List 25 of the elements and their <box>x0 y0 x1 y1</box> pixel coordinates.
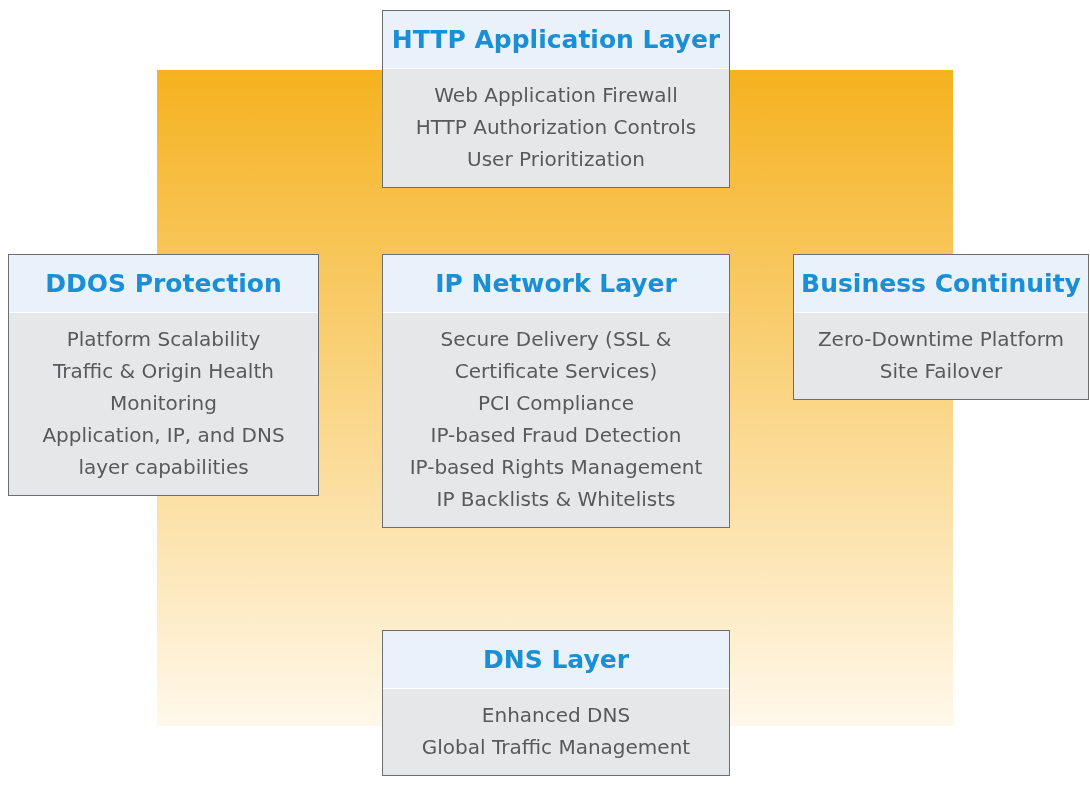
list-item: IP-based Rights Management <box>408 454 704 481</box>
list-item: Secure Delivery (SSL & Certificate Services) <box>439 326 673 385</box>
list-item: Enhanced DNS <box>480 702 632 729</box>
list-item: IP-based Fraud Detection <box>429 422 683 449</box>
list-item: Application, IP, and DNS layer capabilities <box>41 422 286 481</box>
card-heading: DNS Layer <box>383 631 729 689</box>
layer-card <box>382 254 730 528</box>
card-heading: Business Continuity <box>794 255 1088 313</box>
list-item: Zero-Downtime Platform <box>816 326 1066 353</box>
layer-card <box>8 254 319 496</box>
list-item: Traffic & Origin Health Monitoring <box>52 358 275 417</box>
list-item: PCI Compliance <box>477 390 635 417</box>
layer-card <box>382 10 730 188</box>
list-item: Platform Scalability <box>65 326 262 353</box>
list-item: IP Backlists & Whitelists <box>435 486 677 513</box>
card-heading: DDOS Protection <box>9 255 318 313</box>
list-item: Site Failover <box>878 358 1004 385</box>
card-heading: IP Network Layer <box>383 255 729 313</box>
layer-card <box>793 254 1089 400</box>
list-item: Web Application Firewall <box>433 82 679 109</box>
list-item: User Prioritization <box>466 146 646 173</box>
list-item: HTTP Authorization Controls <box>414 114 698 141</box>
card-heading: HTTP Application Layer <box>383 11 729 69</box>
list-item: Global Traffic Management <box>420 734 692 761</box>
layer-card <box>382 630 730 776</box>
